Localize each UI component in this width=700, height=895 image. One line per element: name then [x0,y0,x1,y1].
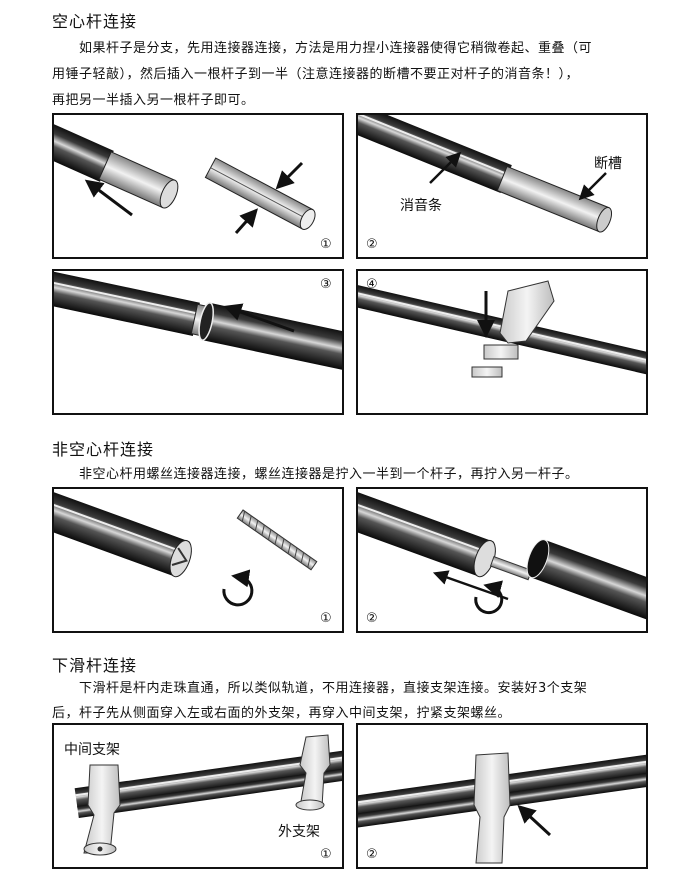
panel-number: ② [366,611,378,626]
panel-hollow-4: ④ [356,269,648,415]
panel-hollow-2: 消音条 断槽 ② [356,113,648,259]
illustration-connector-insert [54,115,316,234]
illustration-rail-brackets [74,734,342,856]
section-text-solid-1: 非空心杆用螺丝连接器连接，螺丝连接器是拧入一半到一个杆子，再拧入另一杆子。 [52,467,579,482]
illustration-screw-connector [54,489,318,607]
panel-hollow-3: ③ [52,269,344,415]
section-title-hollow: 空心杆连接 [52,12,138,31]
panel-solid-2: ② [356,487,648,633]
illustration-rods-joined [54,271,342,374]
label-outer-bracket: 外支架 [278,824,320,840]
label-sound-strip: 消音条 [400,198,442,214]
panel-number: ② [366,237,378,252]
label-slot: 断槽 [594,156,622,172]
panel-number: ① [320,611,332,626]
panel-number: ④ [366,277,378,292]
panel-hollow-1: ① [52,113,344,259]
label-middle-bracket: 中间支架 [64,742,120,758]
section-text-hollow-2: 用锤子轻敲），然后插入一根杆子到一半（注意连接器的断槽不要正对杆子的消音条！）， [52,67,580,82]
section-title-solid: 非空心杆连接 [52,440,155,459]
illustration-joint-bracket [358,280,646,379]
section-text-slide-1: 下滑杆是杆内走珠直通，所以类似轨道，不用连接器，直接支架连接。安装好3个支架 [52,681,588,696]
panel-number: ② [366,847,378,862]
illustration-rail-middle-bracket [358,751,646,864]
panel-slide-2: ② [356,723,648,869]
section-text-slide-2: 后，杆子先从侧面穿入左或右面的外支架，再穿入中间支架，拧紧支架螺丝。 [52,706,512,721]
panel-number: ① [320,237,332,252]
illustration-connector-half-inserted [358,115,613,233]
panel-number: ③ [320,277,332,292]
panel-slide-1: 中间支架 外支架 ① [52,723,344,869]
illustration-screw-join [358,489,646,626]
section-text-hollow-3: 再把另一半插入另一根杆子即可。 [52,93,255,108]
section-title-slide: 下滑杆连接 [52,656,138,675]
panel-solid-1: ① [52,487,344,633]
panel-number: ① [320,847,332,862]
section-text-hollow-1: 如果杆子是分支，先用连接器连接，方法是用力捏小连接器使得它稍微卷起、重叠（可 [52,41,593,56]
